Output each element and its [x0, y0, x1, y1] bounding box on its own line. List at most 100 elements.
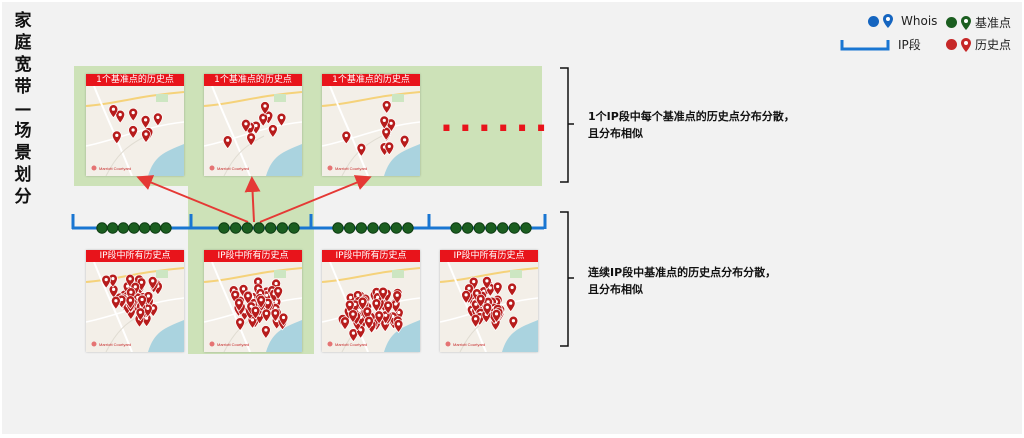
history-pin: [348, 328, 359, 343]
base-point-dot: [390, 222, 403, 234]
history-pin: [135, 307, 146, 322]
base-point-dot: [461, 222, 474, 234]
history-pin: [482, 302, 493, 317]
history-pin: [461, 290, 471, 304]
top-brace-label: 1个IP段中每个基准点的历史点分布分散， 且分布相似: [588, 108, 795, 142]
blue-dot-icon: [868, 15, 879, 27]
location-marker: [209, 165, 215, 171]
base-point-dot: [160, 222, 172, 234]
bottom-brace-text-2: 且分布相似: [588, 283, 643, 296]
top-brace: [560, 67, 574, 183]
base-point-dot: [106, 222, 119, 234]
history-pin: [491, 309, 502, 323]
bottom-card-title: IP段中所有历史点: [322, 250, 420, 262]
ip-segment-line: [71, 214, 547, 234]
history-pin: [507, 282, 517, 297]
map-caption: Marriott Courtyard: [99, 342, 131, 347]
legend-whois-label: Whois: [901, 14, 938, 28]
history-pin: [153, 112, 163, 127]
history-pin: [357, 296, 368, 311]
base-point-dot: [367, 222, 379, 234]
history-pin: [392, 290, 403, 305]
history-pin: [470, 313, 481, 328]
map-caption: Marriott Courtyard: [335, 342, 367, 347]
legend-base-label: 基准点: [975, 16, 1012, 30]
top-card-1: 1个基准点的历史点 Marriott Courtyard: [86, 74, 184, 176]
history-pin: [136, 277, 147, 292]
history-pin: [128, 125, 138, 140]
history-pin: [482, 276, 492, 290]
history-pin: [111, 130, 122, 145]
top-brace-text-1: 1个IP段中每个基准点的历史点分布分散，: [588, 110, 795, 123]
base-point-dot: [496, 222, 509, 234]
history-pin: [348, 309, 358, 324]
vertical-title: 家庭宽带—场景划分: [14, 11, 32, 207]
base-point-dot: [402, 222, 414, 234]
green-dot-icon: [946, 17, 957, 28]
history-pin: [246, 132, 256, 147]
bottom-card-title: IP段中所有历史点: [204, 250, 302, 262]
base-point-dot: [355, 222, 368, 234]
location-marker: [445, 341, 451, 347]
history-pin: [273, 286, 283, 300]
location-marker: [327, 341, 333, 347]
ip-bracket-icon: [840, 39, 890, 50]
map-thumbnail: Marriott Courtyard: [86, 86, 184, 176]
history-pin: [234, 297, 244, 312]
history-pin: [111, 295, 121, 310]
red-dot-icon: [946, 39, 957, 50]
history-pin: [374, 310, 384, 325]
bottom-card-2: IP段中所有历史点 Marriott Courtyard: [204, 250, 302, 352]
bottom-brace-text-1: 连续IP段中基准点的历史点分布分散，: [588, 266, 777, 279]
map-thumbnail: Marriott Courtyard: [204, 262, 302, 352]
map-caption: Marriott Courtyard: [217, 166, 249, 171]
history-pin: [241, 118, 251, 133]
base-point-dot: [288, 222, 300, 234]
history-pin: [222, 135, 233, 150]
base-point-dot: [128, 222, 140, 234]
green-pin-icon: [961, 15, 971, 30]
history-pin: [128, 107, 139, 122]
history-pin: [364, 315, 374, 330]
base-point-dot: [520, 222, 532, 234]
ellipsis: ......: [440, 100, 554, 140]
blue-pin-icon: [883, 14, 893, 28]
history-pin: [137, 294, 147, 309]
map-caption: Marriott Courtyard: [99, 166, 131, 171]
history-pin: [384, 141, 395, 156]
map-thumbnail: Marriott Courtyard: [86, 262, 184, 352]
base-point-dot: [96, 222, 108, 234]
history-pin: [508, 315, 519, 330]
location-marker: [91, 165, 97, 171]
base-points-dots: [96, 222, 532, 234]
legend-ip-label: IP段: [898, 38, 921, 52]
history-pin: [147, 276, 158, 290]
history-pin: [256, 294, 266, 309]
base-point-dot: [149, 222, 162, 234]
top-card-title: 1个基准点的历史点: [322, 74, 420, 86]
base-point-dot: [508, 222, 521, 234]
map-caption: Marriott Courtyard: [453, 342, 485, 347]
map-thumbnail: Marriott Courtyard: [440, 262, 538, 352]
bottom-card-title: IP段中所有历史点: [440, 250, 538, 262]
history-pin: [276, 112, 287, 127]
bottom-brace-label: 连续IP段中基准点的历史点分布分散， 且分布相似: [588, 264, 776, 298]
bottom-card-title: IP段中所有历史点: [86, 250, 184, 262]
history-pin: [393, 319, 404, 334]
history-pin: [379, 115, 390, 130]
legend-history: 历史点: [946, 36, 1011, 53]
history-pin: [492, 281, 503, 296]
top-card-title: 1个基准点的历史点: [204, 74, 302, 86]
history-pin: [356, 142, 367, 157]
location-marker: [327, 165, 333, 171]
history-pin: [235, 317, 245, 332]
base-point-dot: [276, 222, 289, 234]
top-card-2: 1个基准点的历史点 Marriott Courtyard: [204, 74, 302, 176]
legend-history-label: 历史点: [975, 38, 1012, 52]
history-pin: [115, 109, 126, 124]
history-pin: [125, 295, 136, 310]
history-pin: [278, 312, 289, 327]
history-pin: [108, 104, 119, 119]
bottom-card-1: IP段中所有历史点 Marriott Courtyard: [86, 250, 184, 352]
